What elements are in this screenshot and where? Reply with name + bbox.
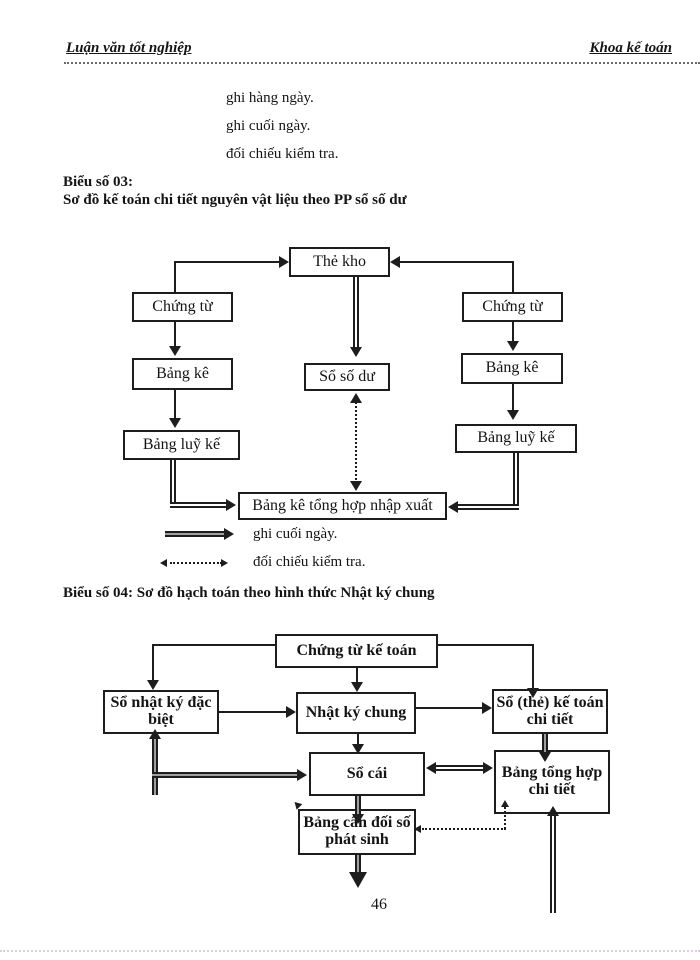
- arrowhead-down-icon: [350, 347, 362, 357]
- arrowhead-down-icon: [147, 680, 159, 690]
- flow2-connector-nkc-socai: [357, 734, 359, 748]
- flow2-connector-topleft-h: [153, 644, 275, 646]
- arrowhead-right-icon: [297, 769, 307, 781]
- arrowhead-right-icon: [279, 256, 289, 268]
- arrowhead-right-icon: [286, 706, 296, 718]
- arrowhead-down-icon: [352, 814, 364, 824]
- arrowhead-left-icon: [426, 762, 436, 774]
- flow2-connector-topcenter-v: [356, 668, 358, 684]
- flow1-connector-right-col2: [512, 384, 514, 412]
- flow1-connector-right-col1: [512, 322, 514, 343]
- arrowhead-up-icon: [350, 393, 362, 403]
- flow2-box-so-cai: Sổ cái: [309, 752, 425, 796]
- arrowhead-left-icon: [390, 256, 400, 268]
- arrowhead-right-icon: [482, 702, 492, 714]
- arrowhead-up-icon: [149, 729, 161, 739]
- flow2-connector-check-h: [422, 828, 506, 830]
- page-number: 46: [371, 896, 387, 913]
- flow1-connector-check-dashed: [355, 399, 357, 483]
- flow2-connector-row-right: [416, 707, 486, 709]
- arrowhead-up-icon: [547, 806, 559, 816]
- flow1-box-chung-tu-right: Chứng từ: [462, 292, 563, 322]
- arrowhead-right-icon: [224, 528, 234, 540]
- flow2-connector-socai-bcd: [355, 796, 361, 816]
- arrowhead-left-icon: [160, 559, 167, 567]
- flow1-box-chung-tu-left: Chứng từ: [132, 292, 233, 322]
- flow2-connector-topright-v: [532, 644, 534, 690]
- arrowhead-down-icon: [349, 872, 367, 888]
- arrowhead-left-icon: [414, 825, 421, 833]
- flow1-box-so-so-du: Sổ số dư: [304, 363, 390, 391]
- flow2-box-bang-tong-hop: Bảng tổng hợp chi tiết: [494, 750, 610, 814]
- arrowhead-right-icon: [483, 762, 493, 774]
- arrowhead-down-icon: [169, 418, 181, 428]
- flow2-box-nhat-ky-chung: Nhật ký chung: [296, 692, 416, 734]
- section1-title-number: Biểu số 03:: [63, 174, 134, 190]
- flow2-connector-socai-bth: [432, 765, 488, 771]
- flow1-connector-left-elbow-h: [170, 502, 228, 508]
- section2-title: Biểu số 04: Sơ đồ hạch toán theo hình th…: [63, 585, 435, 601]
- legend-dashed-arrow-icon: [170, 562, 222, 564]
- flow2-box-so-the-ke-toan: Sổ (thẻ) kế toán chi tiết: [492, 689, 608, 734]
- flow1-box-bang-luy-ke-left: Bảng luỹ kế: [123, 430, 240, 460]
- legend-solid-label: ghi cuối ngày.: [253, 526, 338, 542]
- flow1-connector-left-col1: [174, 322, 176, 348]
- arrowhead-down-icon: [527, 688, 539, 698]
- flow1-connector-right-elbow-v: [513, 453, 519, 510]
- flow2-connector-bottom-up: [550, 816, 556, 913]
- flow1-connector-right-elbow-h: [458, 504, 519, 510]
- arrowhead-down-icon: [351, 682, 363, 692]
- flow1-box-bang-ke-right: Bảng kê: [461, 353, 563, 384]
- flow2-connector-topleft-v: [152, 644, 154, 682]
- flow2-connector-topright-h: [438, 644, 534, 646]
- legend-endofday-label: ghi cuối ngày.: [226, 118, 311, 134]
- flow2-connector-row-left: [219, 711, 291, 713]
- header-right: Khoa kế toán: [589, 40, 672, 56]
- flow1-connector-left-up: [174, 262, 176, 292]
- arrowhead-up-icon: [501, 800, 509, 807]
- legend-daily-label: ghi hàng ngày.: [226, 90, 314, 106]
- header-rule: [64, 44, 700, 64]
- flow1-box-the-kho: Thẻ kho: [289, 247, 390, 277]
- section1-title-text: Sơ đồ kế toán chi tiết nguyên vật liệu t…: [63, 192, 407, 208]
- legend-solid-arrow-icon: [165, 531, 226, 537]
- legend-check-label: đối chiếu kiểm tra.: [226, 146, 339, 162]
- arrowhead-left-icon: [448, 501, 458, 513]
- flow1-box-bang-ke-left: Bảng kê: [132, 358, 233, 390]
- flow2-box-so-nhat-ky-dac-biet: Sổ nhật ký đặc biệt: [103, 690, 219, 734]
- footer-rule: [0, 950, 700, 952]
- flow2-box-chung-tu-ke-toan: Chứng từ kế toán: [275, 634, 438, 668]
- flow1-connector-left-elbow-v: [170, 460, 176, 508]
- flow1-connector-right-top: [400, 261, 514, 263]
- flow1-connector-right-up: [512, 262, 514, 292]
- arrowhead-down-icon: [350, 481, 362, 491]
- flow2-connector-left-thick-v: [152, 738, 158, 795]
- flow1-connector-left-top: [174, 261, 282, 263]
- legend-dashed-label: đối chiếu kiểm tra.: [253, 554, 366, 570]
- arrowhead-down-icon: [539, 752, 551, 762]
- arrowhead-right-icon: [226, 499, 236, 511]
- arrowhead-right-icon: [221, 559, 228, 567]
- flow2-connector-left-thick-h: [152, 772, 300, 778]
- header-left: Luận văn tốt nghiệp: [66, 40, 192, 56]
- flow2-connector-bcd-out: [355, 855, 361, 874]
- flow2-connector-check-v: [504, 807, 506, 829]
- arrowhead-down-icon: [507, 410, 519, 420]
- arrowhead-down-icon: [169, 346, 181, 356]
- arrowhead-down-icon: [352, 744, 364, 754]
- flow1-box-bang-ke-tong-hop: Bảng kê tổng hợp nhập xuất: [238, 492, 447, 520]
- flow1-box-bang-luy-ke-right: Bảng luỹ kế: [455, 424, 577, 453]
- flow2-connector-sothe-bth: [542, 734, 548, 754]
- flow1-connector-thekho-sosodu: [353, 277, 359, 348]
- arrowhead-down-icon: [507, 341, 519, 351]
- flow1-connector-left-col2: [174, 390, 176, 420]
